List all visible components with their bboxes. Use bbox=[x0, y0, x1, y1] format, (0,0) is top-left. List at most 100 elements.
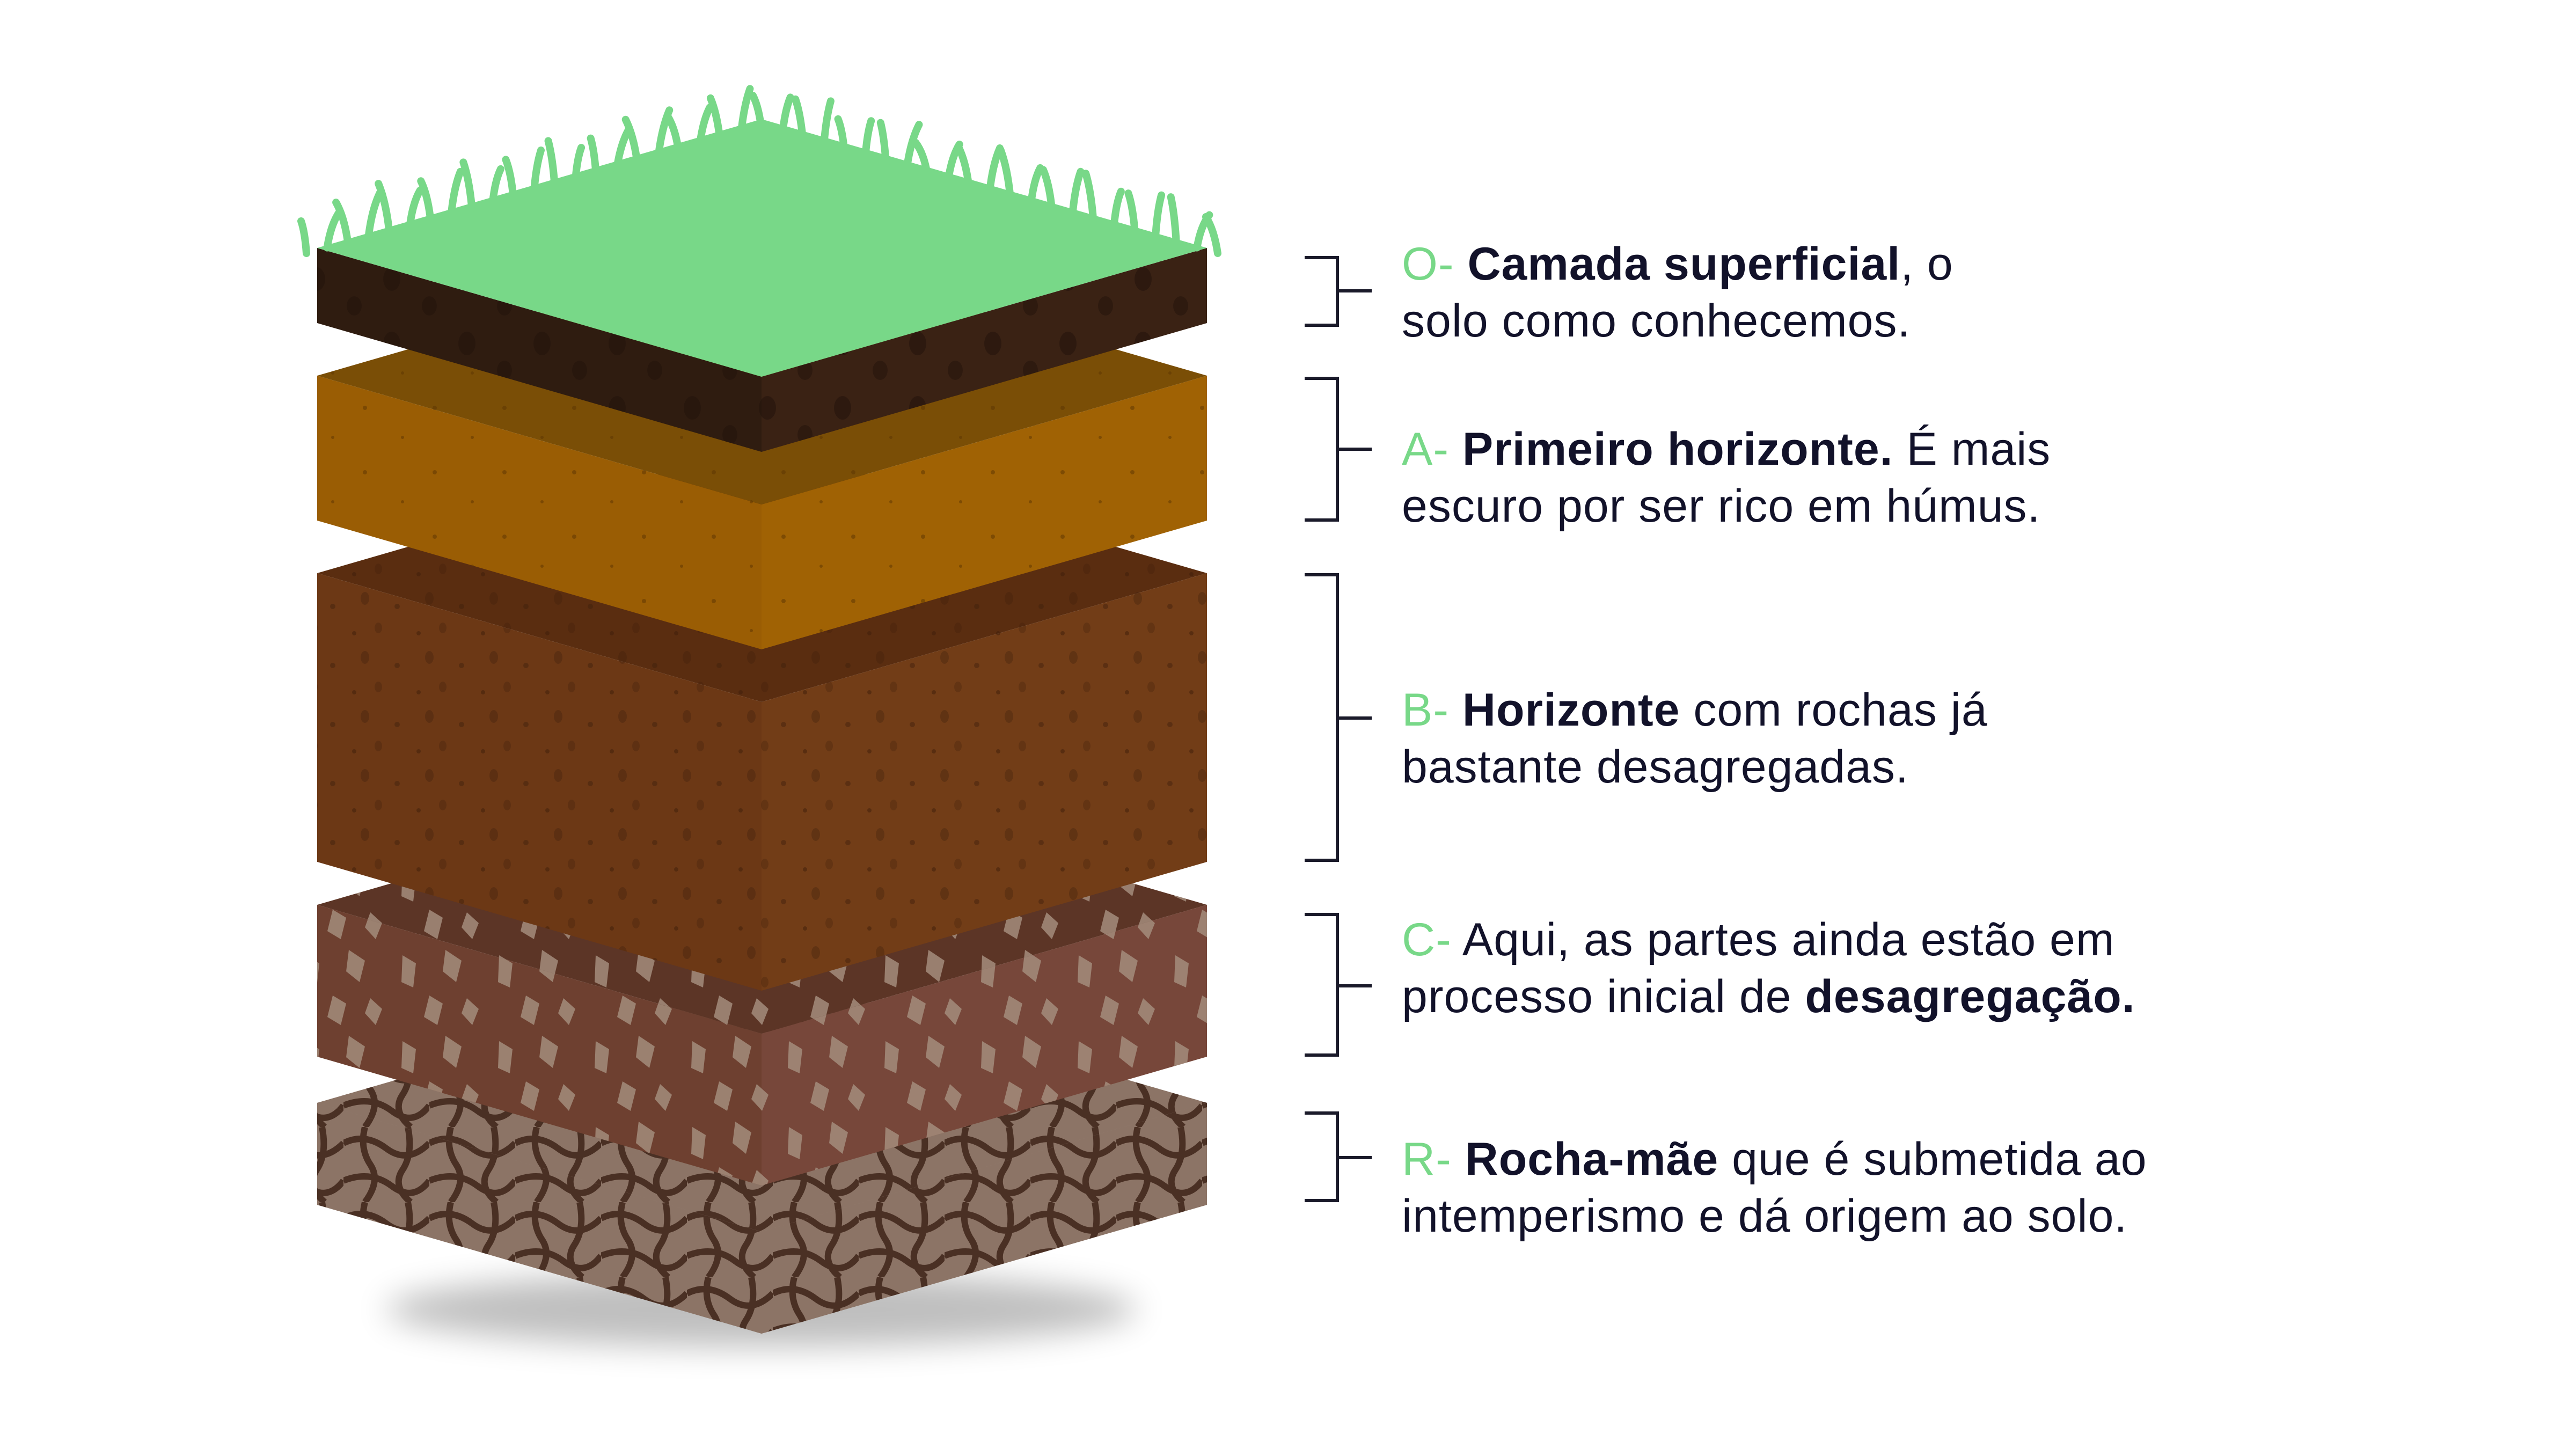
text: Aqui, as partes ainda estão em bbox=[1462, 914, 2115, 965]
grass-blade bbox=[876, 119, 890, 167]
grass-blade bbox=[332, 199, 352, 246]
description-line: intemperismo e dá origem ao solo. bbox=[1402, 1188, 2147, 1245]
description-line: bastante desagregadas. bbox=[1402, 738, 1988, 795]
grass-blade bbox=[447, 167, 464, 218]
description-line: solo como conhecemos. bbox=[1402, 292, 1953, 349]
grass-blade bbox=[459, 158, 476, 213]
grass-blade bbox=[530, 147, 545, 195]
grass-blade bbox=[706, 94, 724, 145]
bracket-A bbox=[1305, 377, 1339, 522]
grass-blade bbox=[903, 121, 923, 173]
horizon-letter: R- bbox=[1402, 1133, 1452, 1185]
grass-blade bbox=[417, 177, 435, 224]
bracket-R bbox=[1305, 1111, 1339, 1202]
grass-blade bbox=[364, 189, 384, 240]
layer-C-left-texture bbox=[317, 905, 762, 1185]
bold-text: Horizonte bbox=[1462, 684, 1680, 736]
description-line: R- Rocha-mãe que é submetida ao bbox=[1402, 1131, 2147, 1188]
bold-text: Rocha-mãe bbox=[1465, 1133, 1719, 1185]
grass-blade bbox=[997, 146, 1014, 201]
grass-blade bbox=[912, 138, 932, 179]
layer-R-left-texture bbox=[317, 1103, 762, 1334]
grass-blade bbox=[406, 186, 424, 229]
description-line: B- Horizonte com rochas já bbox=[1402, 682, 1988, 738]
grass-blade bbox=[297, 217, 310, 257]
grass-blade bbox=[1069, 167, 1085, 218]
grass-blade bbox=[544, 137, 559, 190]
text: que é submetida ao bbox=[1718, 1133, 2147, 1185]
bold-text: Camada superficial bbox=[1467, 238, 1901, 290]
grass-blade bbox=[502, 156, 517, 201]
text: processo inicial de bbox=[1402, 971, 1805, 1022]
description-line: A- Primeiro horizonte. É mais bbox=[1402, 421, 2051, 478]
layer-O-right-texture bbox=[762, 248, 1207, 452]
text: intemperismo e dá origem ao solo. bbox=[1402, 1190, 2128, 1242]
horizon-letter: B- bbox=[1402, 684, 1449, 736]
layer-O-top-face bbox=[317, 119, 1207, 377]
bracket-tick bbox=[1337, 289, 1372, 292]
layer-O-left-texture bbox=[317, 248, 762, 452]
text: com rochas já bbox=[1680, 684, 1988, 736]
bold-text: Primeiro horizonte. bbox=[1462, 423, 1893, 475]
text: solo como conhecemos. bbox=[1402, 295, 1911, 347]
grass-blade bbox=[375, 180, 393, 235]
text: bastante desagregadas. bbox=[1402, 741, 1909, 793]
grass-blade bbox=[861, 117, 875, 162]
grass-blade bbox=[488, 165, 504, 207]
layer-A-right-texture bbox=[762, 376, 1207, 649]
grass-blade bbox=[1027, 164, 1044, 207]
layer-C-right-texture bbox=[762, 905, 1207, 1185]
layer-R-right-texture bbox=[762, 1103, 1207, 1334]
grass-blade bbox=[1082, 170, 1097, 224]
grass-blade bbox=[778, 93, 794, 140]
description-line: O- Camada superficial, o bbox=[1402, 236, 1953, 292]
soil-layer-O bbox=[317, 119, 1207, 452]
description-line: processo inicial de desagregação. bbox=[1402, 968, 2135, 1025]
grass-blade bbox=[1202, 213, 1221, 257]
horizon-letter: A- bbox=[1402, 423, 1449, 475]
bracket-tick bbox=[1337, 716, 1372, 720]
description-line: C- Aqui, as partes ainda estão em bbox=[1402, 911, 2135, 968]
grass-blade bbox=[737, 85, 754, 140]
bracket-tick bbox=[1337, 1156, 1372, 1159]
grass-blade bbox=[696, 104, 714, 151]
layer-B-left-texture bbox=[317, 573, 762, 991]
grass-blade bbox=[792, 95, 807, 145]
layer-B-right-texture bbox=[762, 573, 1207, 991]
layer-A-left-texture bbox=[317, 376, 762, 649]
grass-blade bbox=[664, 113, 683, 156]
grass-blade bbox=[1124, 189, 1139, 235]
grass-blade bbox=[1167, 193, 1180, 246]
horizon-letter: C- bbox=[1402, 914, 1452, 965]
bracket-O bbox=[1305, 256, 1339, 327]
bracket-C bbox=[1305, 913, 1339, 1057]
grass-blade bbox=[749, 92, 765, 134]
grass-blade bbox=[986, 144, 1004, 195]
grass-blade bbox=[954, 142, 973, 190]
text: , o bbox=[1900, 238, 1953, 290]
bracket-tick bbox=[1337, 984, 1372, 987]
grass-blade bbox=[572, 144, 586, 185]
grass-blade bbox=[1039, 166, 1056, 213]
text: escuro por ser rico em húmus. bbox=[1402, 480, 2041, 532]
grass-blade bbox=[834, 115, 848, 156]
grass-blade bbox=[1110, 187, 1125, 229]
bracket-B bbox=[1305, 573, 1339, 862]
grass-blade bbox=[819, 97, 835, 151]
horizon-letter: O- bbox=[1402, 238, 1454, 290]
grass-blade bbox=[587, 134, 600, 179]
grass-fringe bbox=[297, 85, 1221, 257]
bracket-tick bbox=[1337, 448, 1372, 451]
text: É mais bbox=[1893, 423, 2051, 475]
description-line: escuro por ser rico em húmus. bbox=[1402, 478, 2051, 535]
grass-blade bbox=[1152, 191, 1166, 240]
bold-text: desagregação. bbox=[1805, 971, 2135, 1022]
grass-blade bbox=[621, 115, 641, 167]
